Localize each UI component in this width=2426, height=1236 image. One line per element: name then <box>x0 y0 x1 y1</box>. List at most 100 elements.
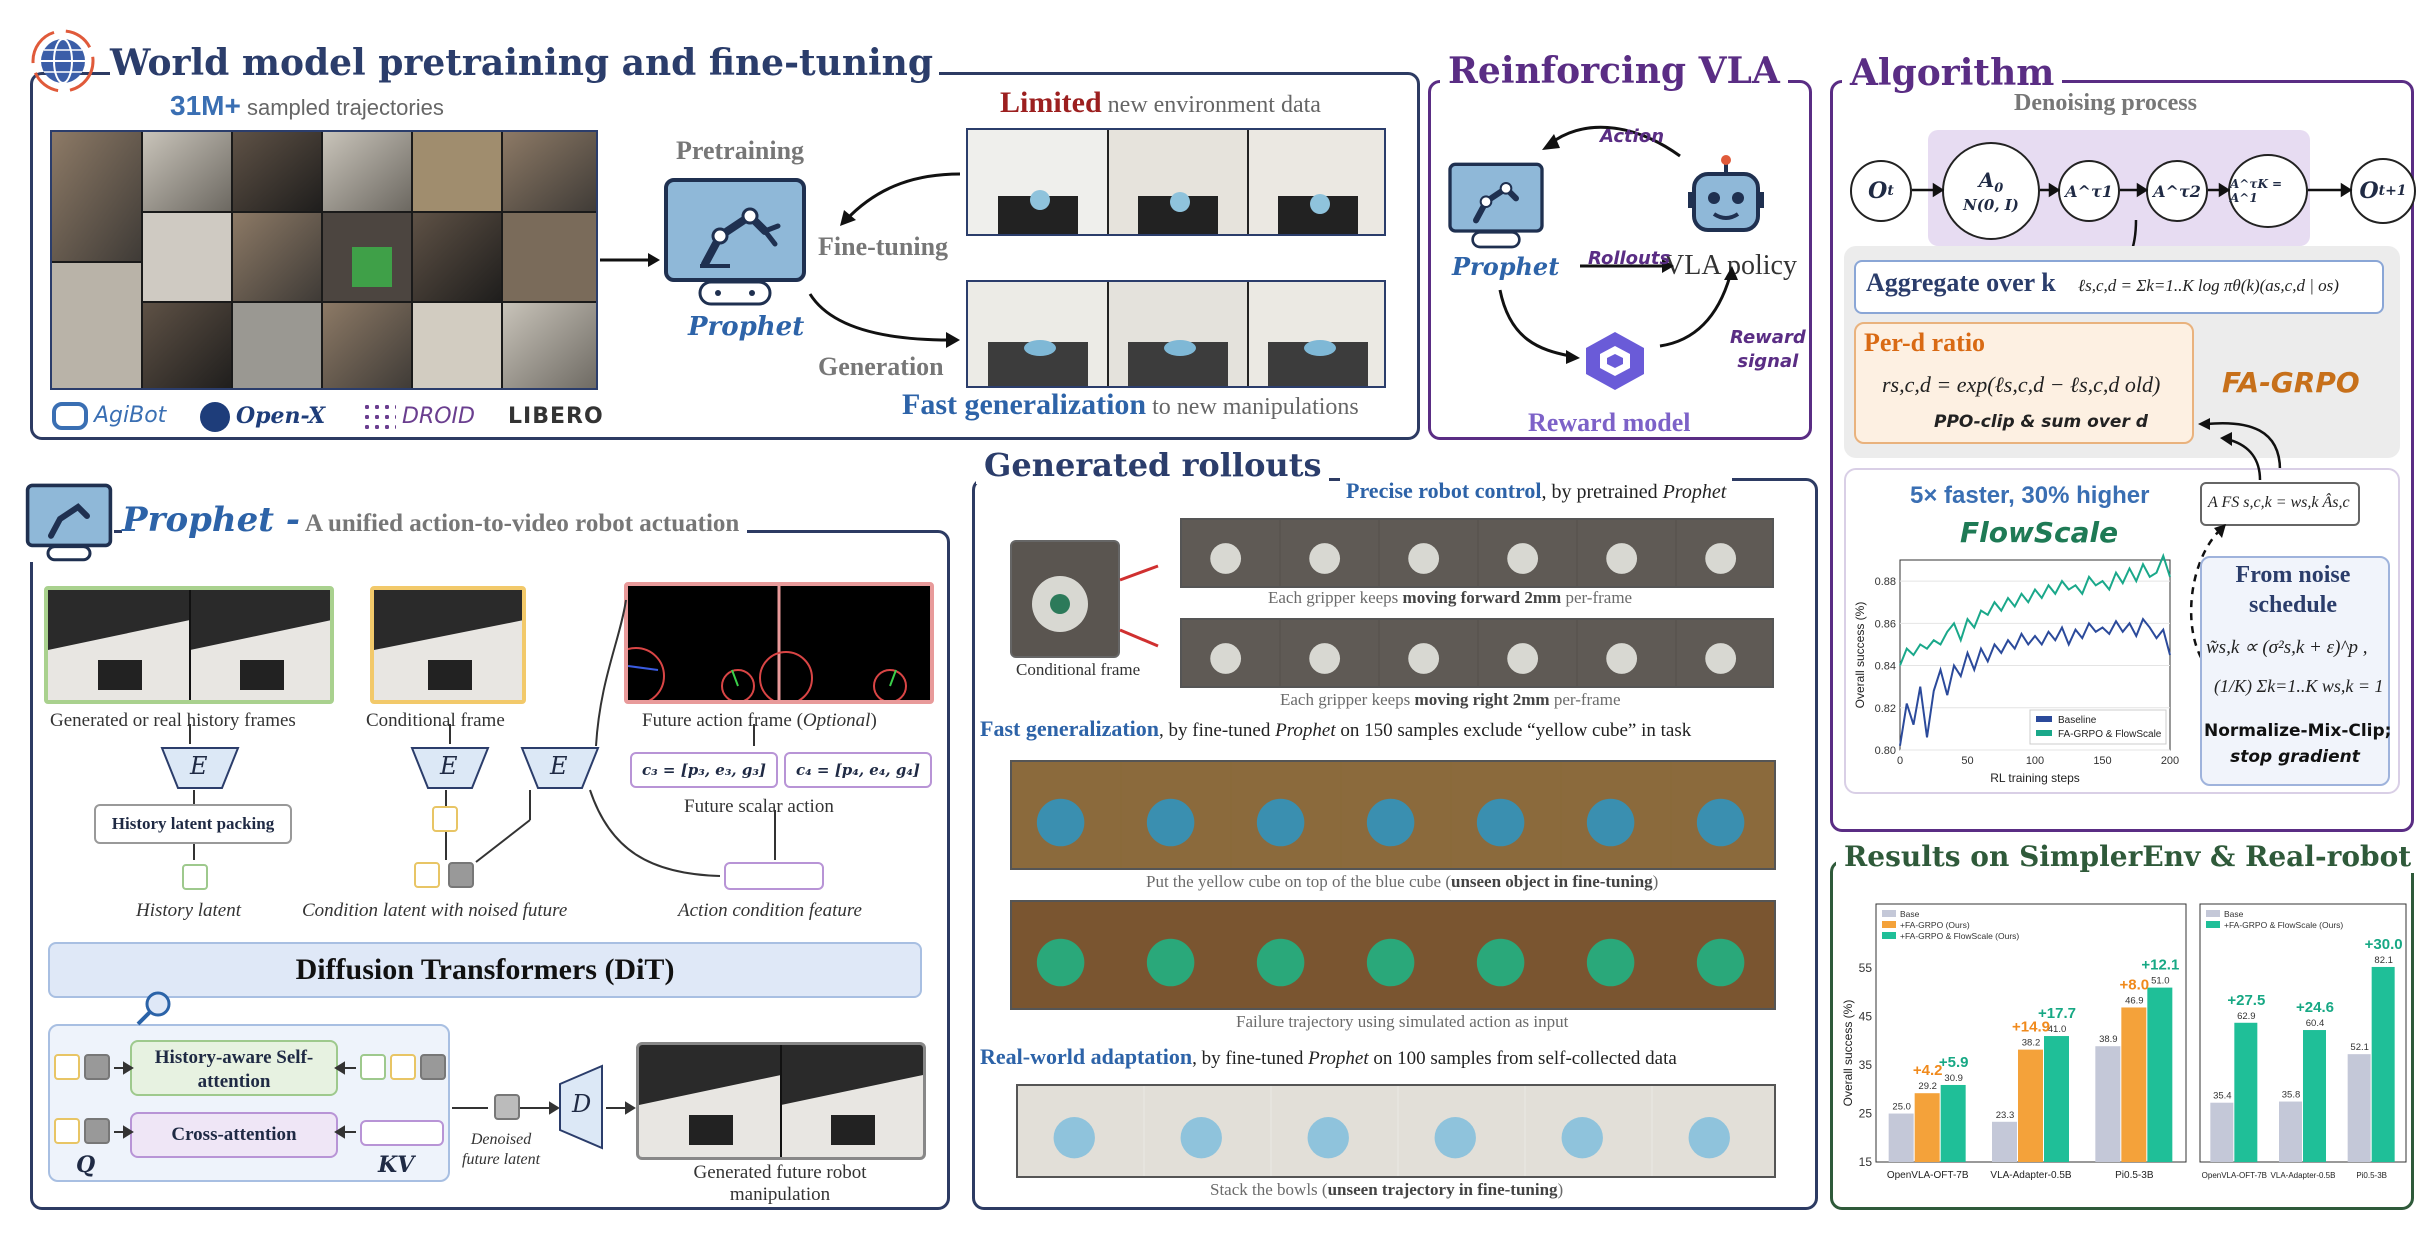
results-bar-chart-real: Base+FA-GRPO & FlowScale (Ours)35.462.9O… <box>2199 903 2407 1180</box>
fast-gen-heading: Fast generalization to new manipulations <box>902 388 1359 421</box>
limited-data-strip <box>966 128 1386 236</box>
rollout-object <box>1476 798 1525 847</box>
reinforcing-arrows <box>1498 125 1738 364</box>
rollout-object <box>1307 1117 1349 1159</box>
rollout-object <box>1586 938 1635 987</box>
bar <box>2347 1054 2371 1162</box>
bar-value-label: 25.0 <box>1892 1102 1911 1113</box>
rollouts-label: Rollouts <box>1588 248 1671 269</box>
decoder-d <box>559 1064 603 1150</box>
legend-label: Base <box>1900 909 1920 919</box>
bar <box>2018 1049 2043 1162</box>
norm-formula: (1/K) Σk=1..K ws,k = 1 <box>2214 676 2384 696</box>
bar <box>2371 966 2395 1162</box>
fastgen-heading: Fast generalization, by fine-tuned Proph… <box>980 716 1692 741</box>
legend-swatch <box>2206 921 2220 928</box>
bar-value-label: 23.3 <box>1996 1110 2015 1121</box>
pretraining-label: Pretraining <box>676 136 805 165</box>
action-cond-box <box>724 862 824 890</box>
legend-swatch <box>2036 716 2052 722</box>
x-category-label: OpenVLA-OFT-7B <box>2202 1171 2267 1180</box>
arrow-finetune <box>840 172 961 226</box>
stack-bowls-strip <box>1016 1084 1776 1178</box>
legend-label: FA-GRPO & FlowScale <box>2058 729 2162 740</box>
action-cond-caption: Action condition feature <box>678 900 862 921</box>
x-axis-label: RL training steps <box>1990 771 2080 785</box>
dit-banner: Diffusion Transformers (DiT) <box>48 942 922 998</box>
normalize-label: Normalize-Mix-Clip;stop gradient <box>2204 721 2392 767</box>
rollout-object <box>1366 938 1415 987</box>
rollout-object <box>1507 643 1539 674</box>
rollout-object <box>1210 643 1242 674</box>
encoder-future <box>520 747 600 789</box>
ratio-formula: rs,c,d = exp(ℓs,c,d − ℓs,c,d old) <box>1882 372 2161 397</box>
bar <box>2279 1101 2302 1162</box>
yellow-caption: Put the yellow cube on top of the blue c… <box>1146 872 1659 891</box>
arrow-pretrain <box>600 253 660 267</box>
bar <box>1914 1093 1940 1162</box>
legend-swatch <box>2036 730 2052 736</box>
precise-heading: Precise robot control, by pretrained Pro… <box>1340 478 1733 504</box>
legend-label: +FA-GRPO & FlowScale (Ours) <box>2224 920 2343 930</box>
node-a-tau1: A^τ1 <box>2058 160 2120 222</box>
action-label: Action <box>1600 126 1665 147</box>
dit-arrows <box>114 1061 636 1139</box>
reinforcing-prophet-label: Prophet <box>1452 252 1560 281</box>
rollout-object <box>1408 643 1440 674</box>
bar <box>2095 1046 2121 1162</box>
results-title: Results on SimplerEnv & Real-robot <box>1836 840 2420 873</box>
y-tick-label: 0.84 <box>1875 661 1896 673</box>
rollout-object <box>1180 1117 1222 1159</box>
cond-token-top <box>432 806 458 832</box>
bar-value-label: 60.4 <box>2306 1018 2325 1029</box>
trajectory-count: 31M+ sampled trajectories <box>170 90 444 121</box>
c4-box: c₄ = [p₄, e₄, g₄] <box>784 752 932 788</box>
y-tick-label: 55 <box>1859 961 1873 975</box>
cond-latent-caption: Condition latent with noised future <box>302 900 568 921</box>
x-category-label: VLA-Adapter-0.5B <box>1990 1170 2071 1181</box>
bar-value-label: 38.9 <box>2099 1034 2118 1045</box>
legend-swatch <box>1882 932 1896 939</box>
rollout-object <box>1705 543 1737 574</box>
x-category-label: OpenVLA-OFT-7B <box>1887 1170 1969 1181</box>
yellow-cube-strip <box>1010 760 1776 870</box>
kv-token-3 <box>420 1054 446 1080</box>
gain-annotation: +8.0 <box>2120 976 2150 993</box>
y-tick-label: 35 <box>1859 1058 1873 1072</box>
denoising-label: Denoising process <box>2014 90 2197 116</box>
encoder-history-label: E <box>190 752 208 780</box>
y-tick-label: 15 <box>1859 1155 1873 1169</box>
legend-box <box>2029 709 2167 745</box>
series-line-flowscale <box>1899 552 2171 666</box>
logo-libero: LIBERO <box>508 404 604 429</box>
history-frames <box>44 586 334 704</box>
prophet-label: Prophet <box>688 312 805 342</box>
reward-model-label: Reward model <box>1528 408 1691 437</box>
logo-droid: DROID <box>362 402 475 432</box>
legend-swatch <box>1882 921 1896 928</box>
realworld-heading: Real-world adaptation, by fine-tuned Pro… <box>980 1044 1677 1069</box>
x-tick-label: 100 <box>2026 755 2044 767</box>
rollout-object <box>1053 1117 1095 1159</box>
legend-swatch <box>2206 910 2220 917</box>
bar <box>1992 1121 2017 1162</box>
gain-annotation: +24.6 <box>2296 999 2334 1016</box>
cond-frame-caption: Conditional frame <box>366 710 505 731</box>
dataset-mosaic <box>50 130 598 390</box>
future-action-frame <box>624 582 934 704</box>
x-category-label: Pi0.5-3B <box>2115 1170 2154 1181</box>
bar <box>2303 1030 2326 1162</box>
x-category-label: Pi0.5-3B <box>2356 1171 2387 1180</box>
legend-label: Baseline <box>2058 715 2097 726</box>
rollout-object <box>1561 1117 1603 1159</box>
x-tick-label: 150 <box>2093 755 2111 767</box>
algorithm-title: Algorithm <box>1842 52 2063 94</box>
hist-self-attn: History-aware Self-attention <box>130 1040 338 1096</box>
finetuning-label: Fine-tuning <box>818 232 949 261</box>
ppo-label: PPO-clip & sum over d <box>1934 412 2148 432</box>
